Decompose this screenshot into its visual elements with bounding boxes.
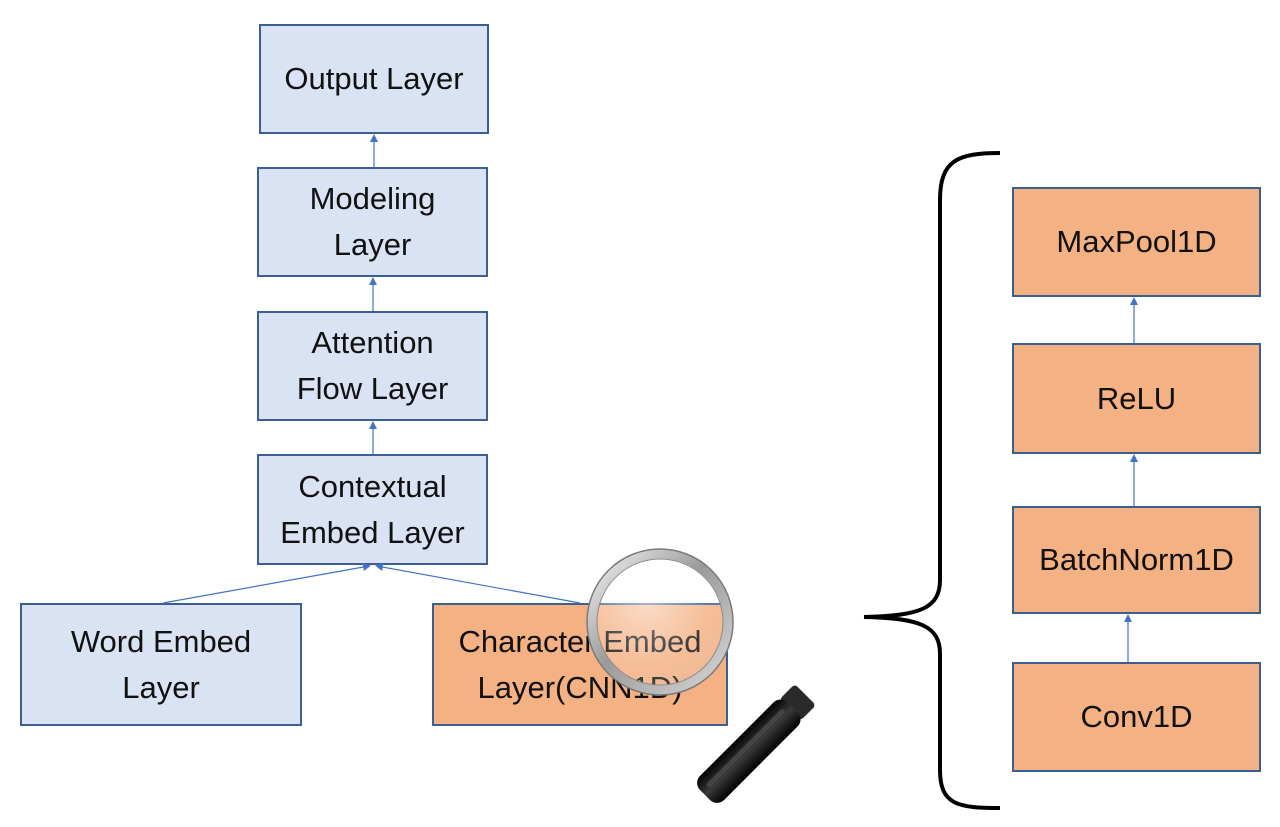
character-embed-layer-label-line2: Layer(CNN1D) <box>477 669 683 705</box>
batchnorm1d-label: BatchNorm1D <box>1039 542 1234 577</box>
conv1d-label: Conv1D <box>1080 699 1193 734</box>
modeling-layer-label-line1: Modeling <box>309 181 436 216</box>
conv1d-box: Conv1D <box>1012 662 1261 772</box>
contextual-embed-layer-label-line1: Contextual <box>298 468 447 504</box>
arrow-word-to-contextual <box>162 563 371 604</box>
contextual-embed-layer-box: Contextual Embed Layer <box>257 454 488 565</box>
relu-label: ReLU <box>1096 380 1177 416</box>
output-layer-box: Output Layer <box>259 24 489 134</box>
attention-flow-layer-box: Attention Flow Layer <box>257 311 488 421</box>
character-embed-layer-label-line1: Character Embed <box>458 623 702 659</box>
curly-brace-icon <box>863 151 1001 810</box>
arrow-character-to-contextual <box>375 563 581 604</box>
word-embed-layer-label-line1: Word Embed <box>70 623 252 659</box>
word-embed-layer-box: Word Embed Layer <box>20 603 302 726</box>
word-embed-layer-label-line2: Layer <box>122 669 200 705</box>
attention-flow-layer-label-line2: Flow Layer <box>296 371 449 406</box>
contextual-embed-layer-label-line2: Embed Layer <box>280 514 465 550</box>
attention-flow-layer-label-line1: Attention <box>311 325 434 360</box>
batchnorm1d-box: BatchNorm1D <box>1012 506 1261 614</box>
output-layer-label: Output Layer <box>284 61 464 96</box>
modeling-layer-label-line2: Layer <box>333 227 412 262</box>
modeling-layer-box: Modeling Layer <box>257 167 488 277</box>
character-embed-layer-box: Character Embed Layer(CNN1D) <box>432 603 728 726</box>
maxpool1d-label: MaxPool1D <box>1056 224 1217 259</box>
maxpool1d-box: MaxPool1D <box>1012 187 1261 297</box>
relu-box: ReLU <box>1012 343 1261 454</box>
